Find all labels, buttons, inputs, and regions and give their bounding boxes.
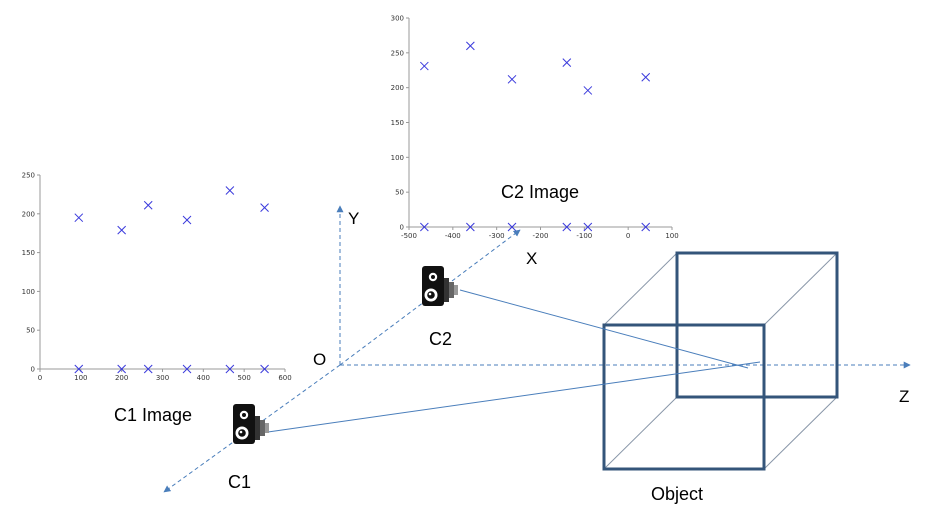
c2-image-label: C2 Image — [501, 182, 579, 202]
data-point — [419, 222, 429, 232]
camera-c2 — [422, 266, 458, 306]
x-tick-label: -200 — [533, 232, 549, 240]
data-point — [260, 203, 269, 212]
data-point — [583, 222, 593, 232]
x-tick-label: 400 — [197, 374, 210, 382]
x-tick-label: 600 — [278, 374, 291, 382]
y-tick-label: 300 — [391, 15, 404, 23]
data-point — [225, 364, 235, 374]
data-point — [143, 200, 153, 210]
data-point — [117, 364, 127, 374]
data-point — [466, 41, 475, 51]
x-tick-label: -400 — [445, 232, 461, 240]
cube-edge — [763, 396, 838, 470]
data-point — [74, 213, 84, 223]
projection-rays — [267, 289, 761, 433]
data-point — [583, 86, 593, 95]
y-tick-label: 200 — [22, 210, 35, 218]
x-tick-label: -100 — [576, 232, 592, 240]
data-point — [74, 364, 84, 374]
cube-front-face — [602, 323, 766, 471]
origin-label: O — [313, 350, 326, 369]
y-tick-label: 250 — [391, 49, 404, 57]
y-tick-label: 50 — [395, 189, 404, 197]
y-tick-label: 250 — [22, 172, 35, 180]
object-label: Object — [651, 484, 703, 504]
x-tick-label: 300 — [156, 374, 169, 382]
x-tick-label: 500 — [237, 374, 250, 382]
data-point — [507, 74, 517, 84]
y-tick-label: 50 — [26, 327, 35, 335]
y-tick-label: 100 — [391, 154, 404, 162]
x-tick-label: 200 — [115, 374, 128, 382]
z-axis-label: Z — [899, 387, 909, 406]
data-point — [260, 364, 269, 374]
x-tick-label: 0 — [626, 232, 630, 240]
y-tick-label: 150 — [391, 119, 404, 127]
c2-image-plot: 0 50 100 150 200 250 300 -500 -400 -300 -200 -100 0 1… — [391, 15, 679, 241]
cube-edge — [763, 252, 838, 326]
ray-c2 — [459, 289, 749, 369]
camera-c1 — [233, 404, 269, 444]
data-point — [182, 215, 192, 225]
cube-edge — [603, 252, 678, 326]
data-point — [143, 364, 153, 374]
y-tick-label: 150 — [22, 249, 35, 257]
x-tick-label: 100 — [665, 232, 678, 240]
c1-image-label: C1 Image — [114, 405, 192, 425]
c1-image-plot: 0 50 100 150 200 250 0 100 200 300 400 500 600 — [22, 172, 292, 383]
data-point — [419, 61, 429, 71]
data-point — [562, 58, 572, 67]
x-tick-label: 100 — [74, 374, 87, 382]
cube-edge — [603, 396, 678, 470]
x-tick-label: 0 — [38, 374, 42, 382]
y-tick-label: 0 — [31, 366, 35, 374]
ray-c1 — [267, 361, 761, 433]
data-point — [117, 225, 127, 235]
y-tick-label: 0 — [400, 224, 404, 232]
camera-c2-label: C2 — [429, 329, 452, 349]
camera-c1-label: C1 — [228, 472, 251, 492]
x-axis-label: X — [526, 249, 537, 268]
object-cube — [602, 251, 839, 471]
data-point — [641, 72, 651, 82]
data-point — [562, 222, 572, 232]
camera-icon — [422, 266, 458, 306]
x-tick-label: -300 — [489, 232, 505, 240]
y-tick-label: 100 — [22, 288, 35, 296]
y-axis-label: Y — [348, 209, 359, 228]
data-point — [466, 222, 475, 232]
data-point — [641, 222, 651, 232]
camera-icon — [233, 404, 269, 444]
data-point — [225, 186, 235, 195]
y-tick-label: 200 — [391, 84, 404, 92]
data-point — [182, 364, 192, 374]
x-tick-label: -500 — [401, 232, 417, 240]
